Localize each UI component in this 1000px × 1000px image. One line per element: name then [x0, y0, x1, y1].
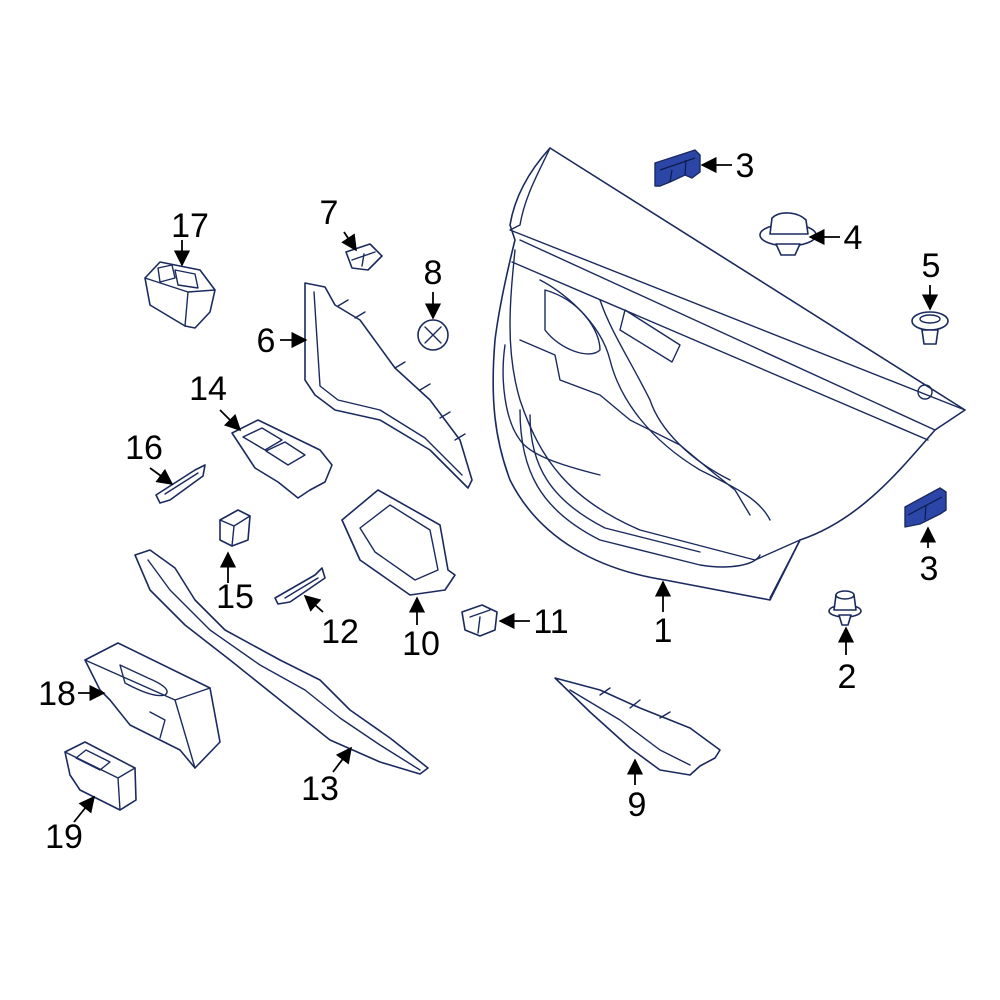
callout-15: 15: [216, 578, 254, 616]
callout-4: 4: [844, 219, 863, 257]
leader-14: [219, 409, 242, 432]
callout-3-lower: 3: [920, 550, 939, 588]
trim-strip-13: [134, 549, 429, 775]
leader-13: [332, 746, 352, 773]
grommet-5: [911, 311, 949, 345]
callout-2: 2: [838, 658, 857, 696]
star-nut-8: [417, 319, 449, 351]
trim-6: [304, 282, 473, 489]
callout-12: 12: [321, 613, 359, 651]
leader-19: [73, 795, 96, 823]
bracket-12: [274, 567, 326, 605]
leader-lines: [73, 156, 939, 823]
block-15: [219, 509, 251, 547]
callout-7: 7: [320, 194, 339, 232]
window-switch-17: [144, 261, 216, 329]
callout-17: 17: [171, 207, 209, 245]
callout-8: 8: [424, 254, 443, 292]
clip-11: [461, 604, 498, 637]
clip-4: [759, 212, 817, 256]
cup-holder-19: [64, 741, 137, 811]
leader-16: [149, 467, 174, 485]
callout-19: 19: [45, 818, 83, 856]
pull-handle-10: [341, 489, 456, 596]
callout-9: 9: [628, 786, 647, 824]
bracket-16: [155, 464, 206, 504]
callout-14: 14: [189, 370, 227, 408]
clip-7: [345, 243, 383, 271]
callout-6: 6: [257, 322, 276, 360]
callout-labels: 1 2 3 3 4 5 6 7 8 9 10 11 12 13 14 15 16…: [38, 147, 940, 856]
leader-12: [303, 594, 324, 613]
switch-panel-14: [231, 419, 333, 499]
callout-3-upper: 3: [736, 147, 755, 185]
callout-16: 16: [125, 429, 163, 467]
callout-5: 5: [922, 247, 941, 285]
door-trim-panel: [492, 147, 966, 601]
callout-1: 1: [654, 612, 673, 650]
callout-10: 10: [402, 625, 440, 663]
callout-13: 13: [301, 770, 339, 808]
clip-highlight-lower: [904, 487, 947, 528]
callout-18: 18: [38, 675, 76, 713]
leader-7: [341, 231, 357, 252]
callout-11: 11: [533, 603, 568, 641]
clip-highlight-upper: [654, 149, 701, 187]
storage-box-18: [84, 642, 221, 769]
push-pin: [828, 590, 862, 626]
trim-9: [554, 677, 721, 776]
